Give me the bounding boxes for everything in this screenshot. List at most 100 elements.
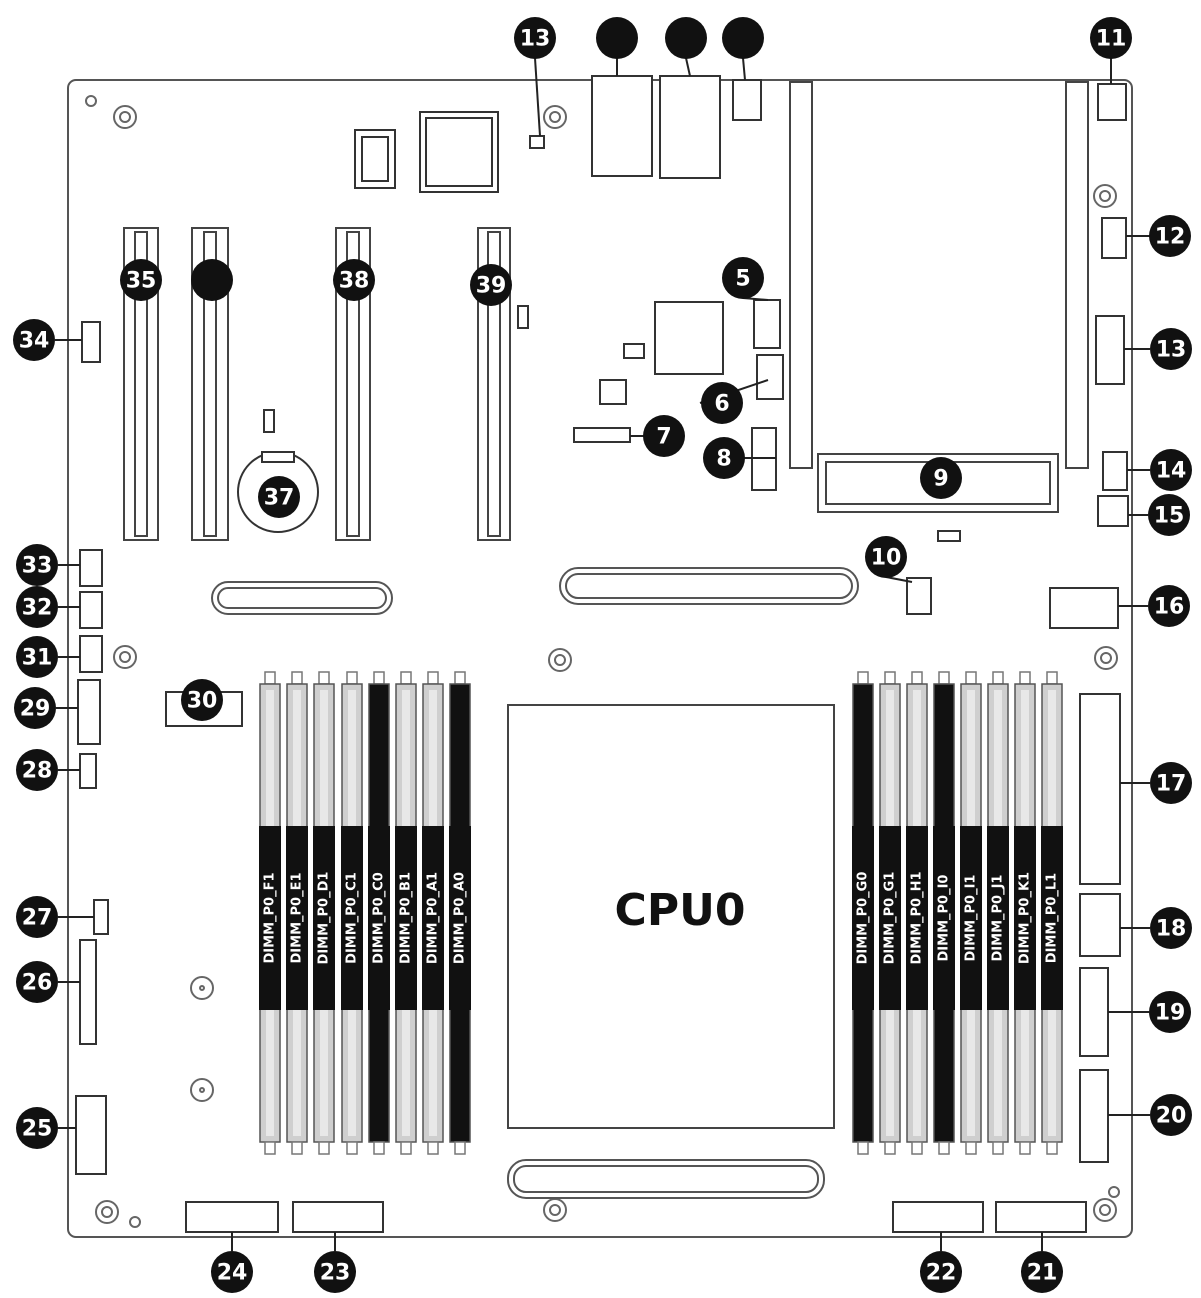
callout-marker: 7 [643, 415, 685, 457]
callout-number: 27 [22, 906, 53, 931]
callout-marker: 22 [920, 1251, 962, 1293]
dimm-slots-right: DIMM_P0_G0 DIMM_P0_G1 DIMM_P0_H1 DIMM_P0_I0… [852, 671, 1063, 1155]
dimm-slot: DIMM_P0_A0 [449, 671, 471, 1155]
dimm-slot: DIMM_P0_I0 [933, 671, 955, 1155]
callout-marker: 33 [16, 544, 58, 586]
dimm-label: DIMM_P0_L1 [1045, 873, 1060, 963]
mounting-holes [85, 95, 1120, 1228]
callout-number: 11 [1096, 27, 1127, 52]
leader-line [885, 576, 913, 583]
dimm-slot: DIMM_P0_G0 [852, 671, 874, 1155]
callout-marker: 32 [16, 586, 58, 628]
callout-number: 25 [22, 1117, 53, 1142]
callout-marker: 31 [16, 636, 58, 678]
dimm-label: DIMM_P0_A1 [426, 872, 441, 964]
dimm-label: DIMM_P0_H1 [910, 872, 925, 965]
bottom-connectors [185, 1201, 1087, 1233]
callout-number: 18 [1156, 917, 1187, 942]
callout-number: 15 [1154, 504, 1185, 529]
dimm-label: DIMM_P0_G1 [883, 872, 898, 965]
rear-io-lan-2 [659, 75, 721, 179]
callout-marker: 9 [920, 457, 962, 499]
callout-marker: 6 [701, 382, 743, 424]
dimm-slot: DIMM_P0_H1 [906, 671, 928, 1155]
callout-number: 33 [22, 554, 53, 579]
callout-marker: 23 [314, 1251, 356, 1293]
callout-marker-unlabeled [191, 259, 233, 301]
center-components [517, 299, 961, 542]
callout-marker: 17 [1150, 762, 1192, 804]
dimm-label: DIMM_P0_I0 [937, 875, 952, 962]
cpu-label: CPU0 [615, 885, 746, 936]
callout-marker: 10 [865, 536, 907, 578]
callout-number: 34 [19, 329, 50, 354]
callout-marker: 39 [470, 264, 512, 306]
riser-brackets [789, 81, 1089, 513]
dimm-label: DIMM_P0_A0 [453, 872, 468, 964]
rear-io-lan-1 [591, 75, 653, 177]
callout-number: 30 [187, 689, 218, 714]
dimm-label: DIMM_P0_D1 [317, 872, 332, 965]
callout-marker: 38 [333, 259, 375, 301]
dimm-label: DIMM_P0_J1 [991, 875, 1006, 962]
callout-number: 9 [933, 467, 948, 492]
callout-number: 5 [735, 267, 750, 292]
dimm-label: DIMM_P0_G0 [856, 872, 871, 965]
leader-line [742, 57, 746, 81]
callout-marker: 14 [1150, 449, 1192, 491]
dimm-slot: DIMM_P0_I1 [960, 671, 982, 1155]
callout-number: 10 [871, 546, 902, 571]
callout-number: 19 [1155, 1001, 1186, 1026]
callout-number: 21 [1027, 1261, 1058, 1286]
callout-markers: 13 11 12 5 13 35 38 39 34 6 7 8 14 9 15 37 33 10 16 32 31 29 3… [13, 17, 1192, 1293]
callout-number: 23 [320, 1261, 351, 1286]
callout-marker: 13 [1150, 328, 1192, 370]
callout-marker: 25 [16, 1107, 58, 1149]
dimm-label: DIMM_P0_K1 [1018, 872, 1033, 964]
dimm-slot: DIMM_P0_A1 [422, 671, 444, 1155]
callout-marker: 13 [514, 17, 556, 59]
callout-number: 13 [1156, 338, 1187, 363]
callout-number: 8 [716, 447, 731, 472]
dimm-slot: DIMM_P0_D1 [313, 671, 335, 1155]
right-connectors [906, 217, 1129, 1163]
callout-marker: 15 [1148, 494, 1190, 536]
dimm-slot: DIMM_P0_L1 [1041, 671, 1063, 1155]
dimm-slot: DIMM_P0_C0 [368, 671, 390, 1155]
callout-marker-unlabeled [722, 17, 764, 59]
callout-marker: 18 [1150, 907, 1192, 949]
leader-line [534, 57, 541, 137]
callout-number: 38 [339, 269, 370, 294]
callout-marker: 26 [16, 961, 58, 1003]
callout-number: 7 [656, 425, 671, 450]
callout-number: 29 [20, 697, 51, 722]
callout-marker: 37 [258, 476, 300, 518]
retention-bars [211, 567, 859, 1199]
callout-marker-unlabeled [665, 17, 707, 59]
dimm-slot: DIMM_P0_G1 [879, 671, 901, 1155]
callout-marker: 27 [16, 896, 58, 938]
callout-marker: 16 [1148, 585, 1190, 627]
callout-marker: 21 [1021, 1251, 1063, 1293]
dimm-label: DIMM_P0_C0 [372, 872, 387, 964]
callout-number: 20 [1156, 1104, 1187, 1129]
dimm-label: DIMM_P0_F1 [263, 873, 278, 964]
callout-number: 12 [1155, 225, 1186, 250]
callout-marker: 11 [1090, 17, 1132, 59]
callout-number: 16 [1154, 595, 1185, 620]
callout-marker: 30 [181, 679, 223, 721]
callout-number: 14 [1156, 459, 1187, 484]
dimm-label: DIMM_P0_I1 [964, 875, 979, 962]
callout-marker: 28 [16, 749, 58, 791]
callout-number: 24 [217, 1261, 248, 1286]
dimm-slot: DIMM_P0_C1 [341, 671, 363, 1155]
callout-number: 31 [22, 646, 53, 671]
dimm-slot: DIMM_P0_J1 [987, 671, 1009, 1155]
callout-marker: 35 [120, 259, 162, 301]
callout-marker: 5 [722, 257, 764, 299]
callout-marker-unlabeled [596, 17, 638, 59]
dimm-slot: DIMM_P0_K1 [1014, 671, 1036, 1155]
